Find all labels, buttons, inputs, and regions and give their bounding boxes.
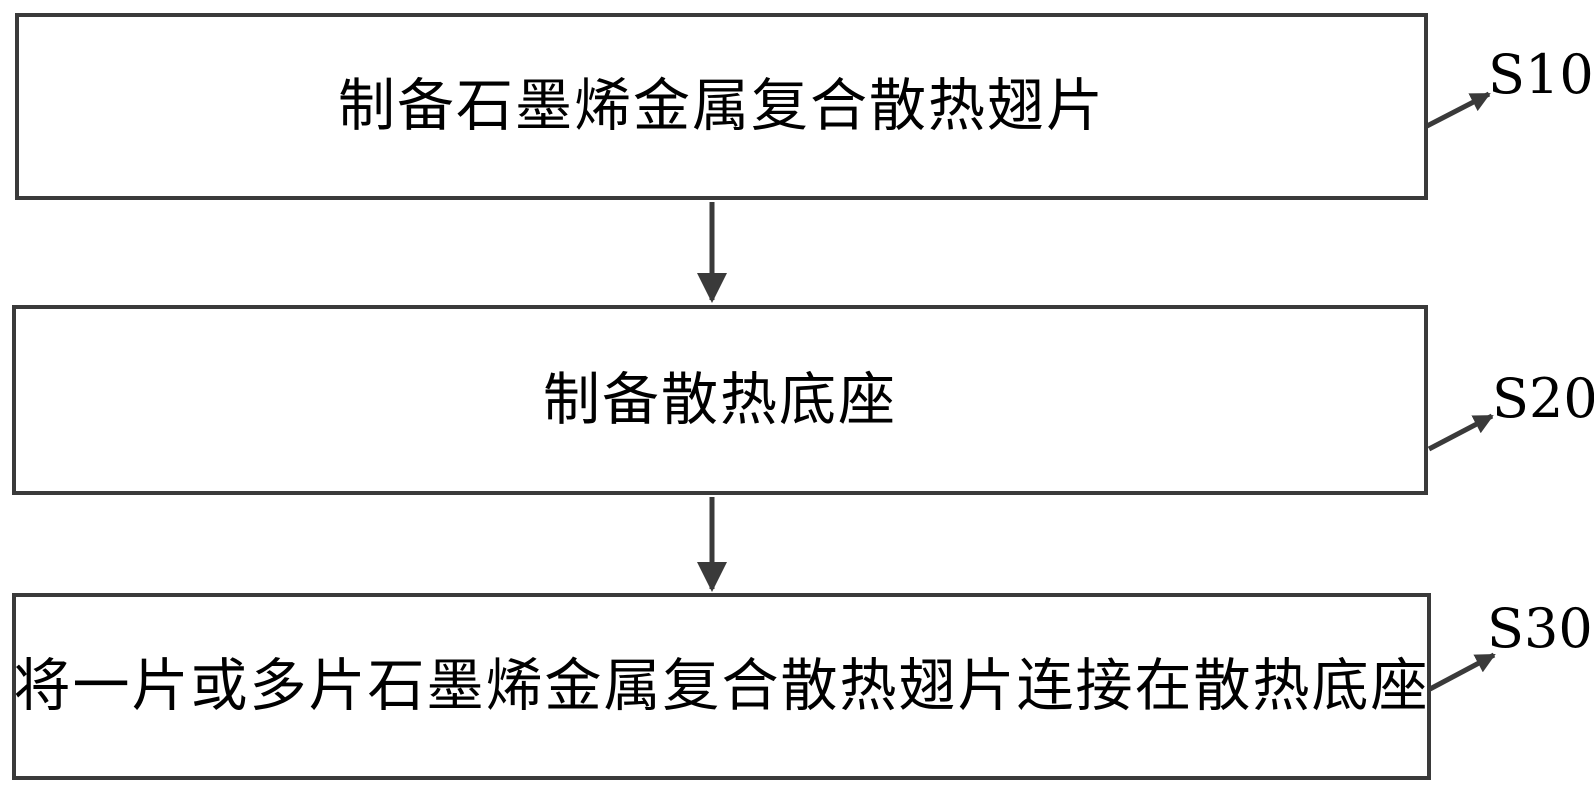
step-id-s30: S30: [1487, 597, 1593, 660]
flow-step-box-s10: 制备石墨烯金属复合散热翅片: [15, 13, 1428, 200]
flow-step-box-s30: 将一片或多片石墨烯金属复合散热翅片连接在散热底座: [12, 593, 1431, 780]
flow-step-box-s20: 制备散热底座: [12, 305, 1428, 495]
flow-step-label-s30: 将一片或多片石墨烯金属复合散热翅片连接在散热底座: [13, 653, 1430, 720]
step-id-s20: S20: [1492, 367, 1594, 430]
flow-step-label-s20: 制备散热底座: [543, 366, 897, 433]
flow-step-label-s10: 制备石墨烯金属复合散热翅片: [338, 73, 1105, 140]
leader-line-s20: [1427, 413, 1494, 452]
leader-line-s10: [1425, 91, 1491, 129]
leader-line-s30: [1428, 652, 1496, 692]
step-id-s10: S10: [1488, 43, 1594, 106]
